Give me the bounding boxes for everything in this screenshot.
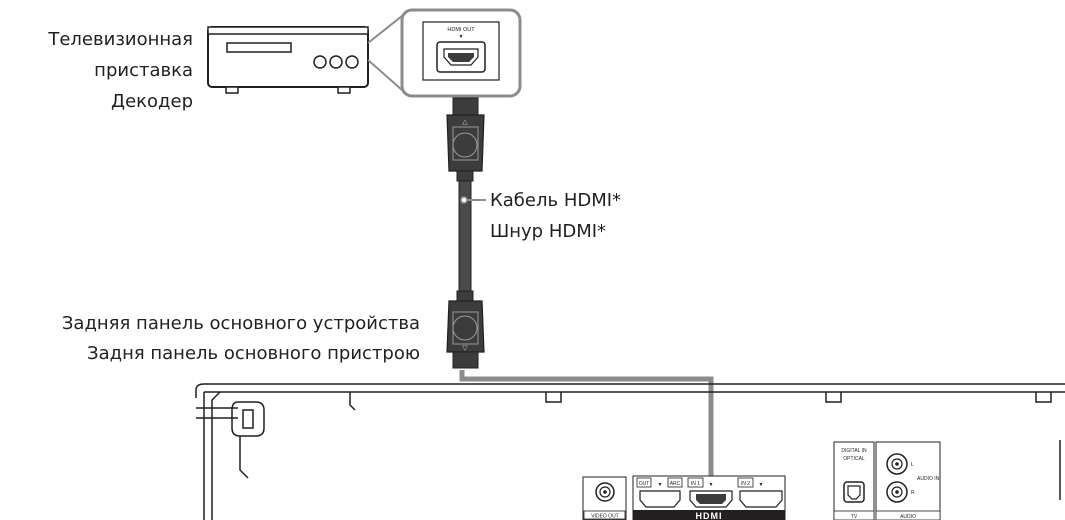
in1-label: IN 1: [691, 481, 700, 487]
audio-in-port: L AUDIO IN R AUDIO: [875, 441, 941, 520]
digital-in-text: DIGITAL IN: [841, 448, 867, 454]
optical-text: OPTICAL: [843, 456, 865, 462]
hdmi-port-group: HDMI OUT ARC ▼ IN 1 ▼ IN 2 ▼: [632, 475, 786, 520]
settop-label-line3: Декодер: [111, 91, 193, 112]
cable-label-line1: Кабель HDMI*: [490, 190, 622, 211]
svg-text:▼: ▼: [709, 482, 714, 488]
hdmi-out-text: HDMI OUT: [447, 27, 475, 33]
svg-text:△: △: [462, 119, 468, 126]
hdmi-logo-text: HDMI: [696, 511, 723, 520]
audio-l-label: L: [911, 462, 914, 468]
connection-path: [459, 370, 714, 496]
settop-label-line1: Телевизионная: [48, 29, 193, 50]
hdmi-out-label: OUT: [639, 481, 650, 487]
svg-text:▽: ▽: [462, 345, 468, 352]
hdmi-out-port: HDMI OUT ▼: [400, 8, 522, 98]
svg-text:▼: ▼: [759, 482, 764, 488]
settop-box-label: Телевизионная приставка Декодер: [48, 28, 193, 114]
callout-line: [367, 13, 403, 93]
optical-port: DIGITAL IN OPTICAL TV: [833, 441, 875, 520]
settop-box: [207, 26, 369, 94]
audio-label: AUDIO: [900, 514, 916, 520]
svg-text:▼: ▼: [459, 34, 464, 40]
video-out-port: VIDEO OUT: [582, 476, 627, 520]
rear-panel-label: Задняя панель основного устройства Задня…: [62, 312, 420, 366]
tv-label: TV: [851, 514, 858, 520]
settop-label-line2: приставка: [94, 60, 193, 81]
rear-label-line1: Задняя панель основного устройства: [61, 313, 420, 334]
svg-text:▼: ▼: [658, 482, 663, 488]
rear-panel: [195, 383, 1065, 520]
hdmi-cable-label: Кабель HDMI* Шнур HDMI*: [490, 189, 621, 244]
cable-label-line2: Шнур HDMI*: [490, 221, 607, 242]
audio-r-label: R: [911, 490, 915, 496]
video-out-text: VIDEO OUT: [591, 514, 619, 520]
in2-label: IN 2: [741, 481, 750, 487]
rear-label-line2: Задня панель основного пристрою: [87, 343, 420, 364]
hdmi-cable: △ ▽: [446, 97, 486, 369]
audio-in-text: AUDIO IN: [917, 476, 940, 482]
arc-label: ARC: [670, 481, 681, 487]
